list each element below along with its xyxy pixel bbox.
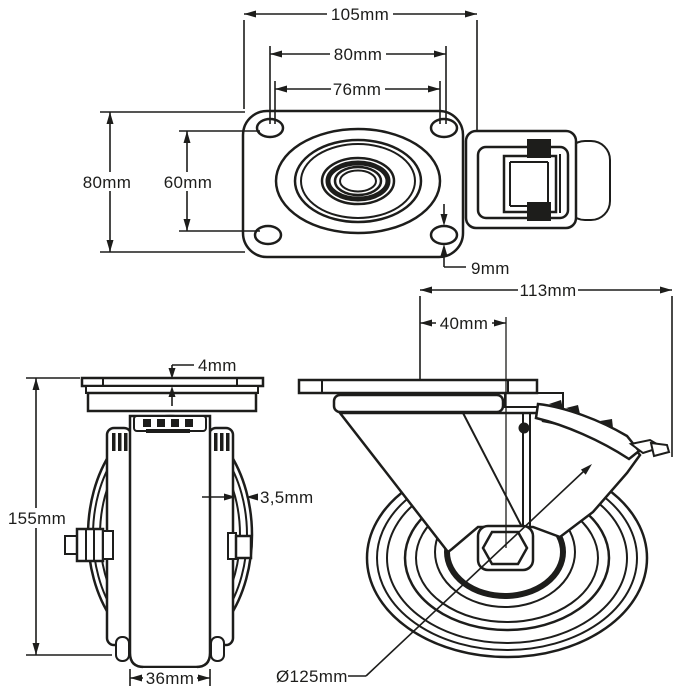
dim-3-5mm-label: 3,5mm: [260, 488, 313, 507]
bolt-hole-top-right: [429, 117, 459, 139]
dim-4mm-label: 4mm: [198, 356, 237, 375]
dim-80mm-depth: 80mm: [80, 111, 245, 253]
mounting-plate: [241, 109, 465, 259]
brake-pedal-tip-2: [649, 441, 671, 458]
dim-80mm-holes: 80mm: [269, 44, 447, 124]
arrowhead: [106, 240, 114, 252]
dim-9mm-label: 9mm: [471, 259, 510, 278]
dim-3-5mm: 3,5mm: [202, 488, 313, 507]
dim-40mm: 40mm: [420, 313, 506, 333]
arrowhead: [130, 674, 142, 682]
axle-bolt-tip: [64, 535, 78, 555]
fork-slot-right: [210, 636, 225, 662]
arrowhead: [183, 219, 191, 231]
arrowhead: [32, 378, 40, 390]
brake-pedal-lever: [534, 402, 641, 461]
brake-pad-front: [133, 415, 207, 433]
arrowhead: [183, 131, 191, 143]
dim-76mm: 76mm: [274, 79, 441, 124]
arrowhead: [270, 50, 282, 58]
dim-80mm-depth-label: 80mm: [83, 173, 131, 192]
arrowhead: [106, 112, 114, 124]
dim-125mm-label: Ø125mm: [276, 667, 348, 686]
dim-113mm: 113mm: [419, 280, 673, 457]
arrowhead: [420, 319, 432, 327]
top-view: 105mm 80mm 76mm: [80, 4, 611, 278]
arrowhead: [168, 368, 176, 379]
arrowhead: [660, 286, 672, 294]
dim-155mm: 155mm: [8, 377, 112, 656]
axle-bolt-head: [75, 527, 105, 563]
fork-slot-left: [115, 636, 130, 662]
dim-113mm-label: 113mm: [520, 281, 577, 300]
dim-4mm: 4mm: [168, 356, 237, 406]
top-plate-side: [297, 378, 539, 395]
swivel-bearing-rings: [274, 127, 442, 235]
fork-leg-ribs: [112, 433, 230, 451]
arrowhead: [440, 214, 448, 226]
dim-36mm: 36mm: [129, 668, 211, 688]
arrowhead: [168, 386, 176, 397]
arrowhead: [246, 493, 258, 501]
arrowhead: [428, 85, 440, 93]
dim-155mm-label: 155mm: [8, 509, 66, 528]
swivel-housing-side: [332, 393, 505, 414]
brake-slot-top: [527, 139, 551, 158]
dim-60mm: 60mm: [161, 130, 260, 232]
arrowhead: [465, 10, 477, 18]
arrowhead: [198, 674, 210, 682]
arrowhead: [434, 50, 446, 58]
side-view: 113mm 40mm Ø125mm: [276, 280, 673, 686]
arrowhead: [420, 286, 432, 294]
dim-125mm: Ø125mm: [276, 464, 592, 686]
dim-80mm-holes-label: 80mm: [334, 45, 382, 64]
dim-105mm: 105mm: [243, 4, 478, 130]
axle-nut-right: [234, 534, 253, 560]
brake-housing-frame: [476, 145, 570, 220]
pedal-pivot: [518, 422, 530, 434]
arrowhead: [275, 85, 287, 93]
dim-76mm-label: 76mm: [333, 80, 381, 99]
axle-bolt: [64, 527, 253, 563]
brake-slot-bottom: [527, 202, 551, 221]
bolt-hole-bottom-left: [253, 224, 283, 246]
dim-40mm-label: 40mm: [440, 314, 488, 333]
arrowhead: [494, 319, 506, 327]
top-plate-front: [80, 376, 265, 388]
axle-washer-left: [102, 530, 114, 560]
dim-105mm-label: 105mm: [331, 5, 389, 24]
dim-9mm: 9mm: [440, 204, 510, 278]
dim-60mm-label: 60mm: [164, 173, 212, 192]
arrowhead: [244, 10, 256, 18]
arrowhead: [32, 643, 40, 655]
bolt-hole-bottom-right: [429, 224, 459, 246]
dim-36mm-label: 36mm: [146, 669, 194, 688]
brake-housing-top: [464, 129, 611, 230]
arrowhead: [224, 493, 236, 501]
wheel-tread-front: [128, 414, 212, 669]
front-view: 4mm 155mm 3,5mm 36mm: [8, 356, 313, 688]
arrowhead: [580, 464, 592, 475]
brake-pedal-side: [518, 400, 671, 461]
